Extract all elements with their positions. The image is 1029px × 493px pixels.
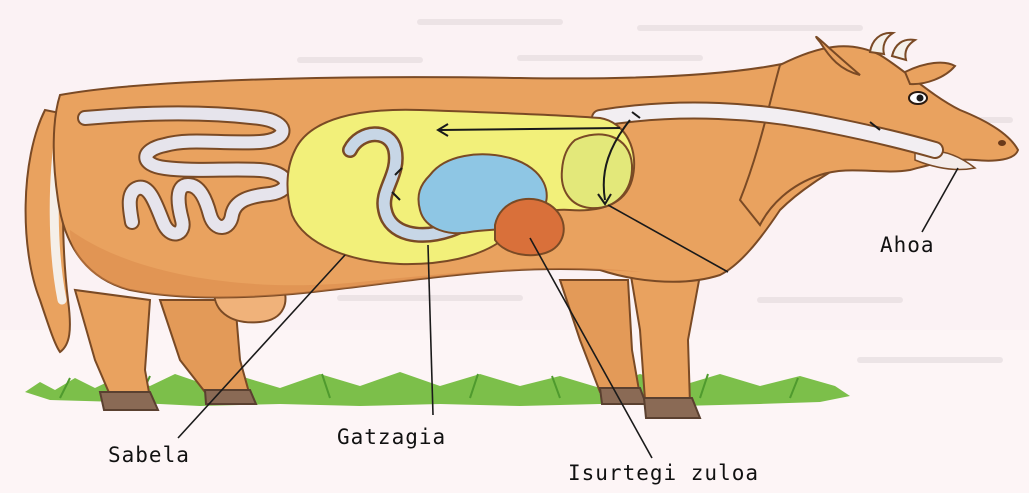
label-isurtegi-zuloa: Isurtegi zuloa bbox=[568, 461, 759, 485]
paper-background-lower bbox=[0, 330, 1029, 493]
label-ahoa: Ahoa bbox=[880, 233, 935, 257]
reticulum bbox=[562, 134, 632, 208]
label-gatzagia: Gatzagia bbox=[337, 425, 446, 449]
label-sabela: Sabela bbox=[108, 443, 190, 467]
front-hoof-front bbox=[644, 398, 700, 418]
hind-hoof-front bbox=[205, 390, 256, 404]
omasum bbox=[495, 199, 564, 255]
front-hoof-back bbox=[600, 388, 646, 404]
cow-nostril bbox=[998, 140, 1006, 146]
hind-hoof-back bbox=[100, 392, 158, 410]
cow-pupil bbox=[917, 95, 924, 102]
